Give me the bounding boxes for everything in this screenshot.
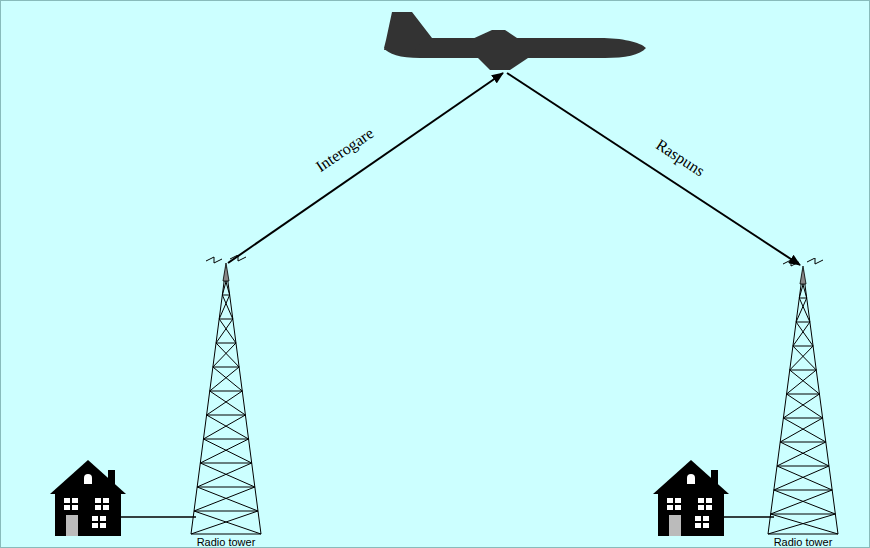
radio-tower: Radio tower [181,255,271,548]
house-right [653,460,729,536]
airplane [384,12,646,70]
tower-caption: Radio tower [758,536,848,548]
tower-lattice [758,258,848,536]
tower-caption: Radio tower [181,536,271,548]
house-wire [724,516,774,518]
house-left [50,460,126,536]
radio-tower: Radio tower [758,258,848,548]
tower-lattice [181,255,271,536]
response-arrow [507,73,800,265]
interrogation-arrow [228,73,503,263]
house-wire [121,516,196,518]
